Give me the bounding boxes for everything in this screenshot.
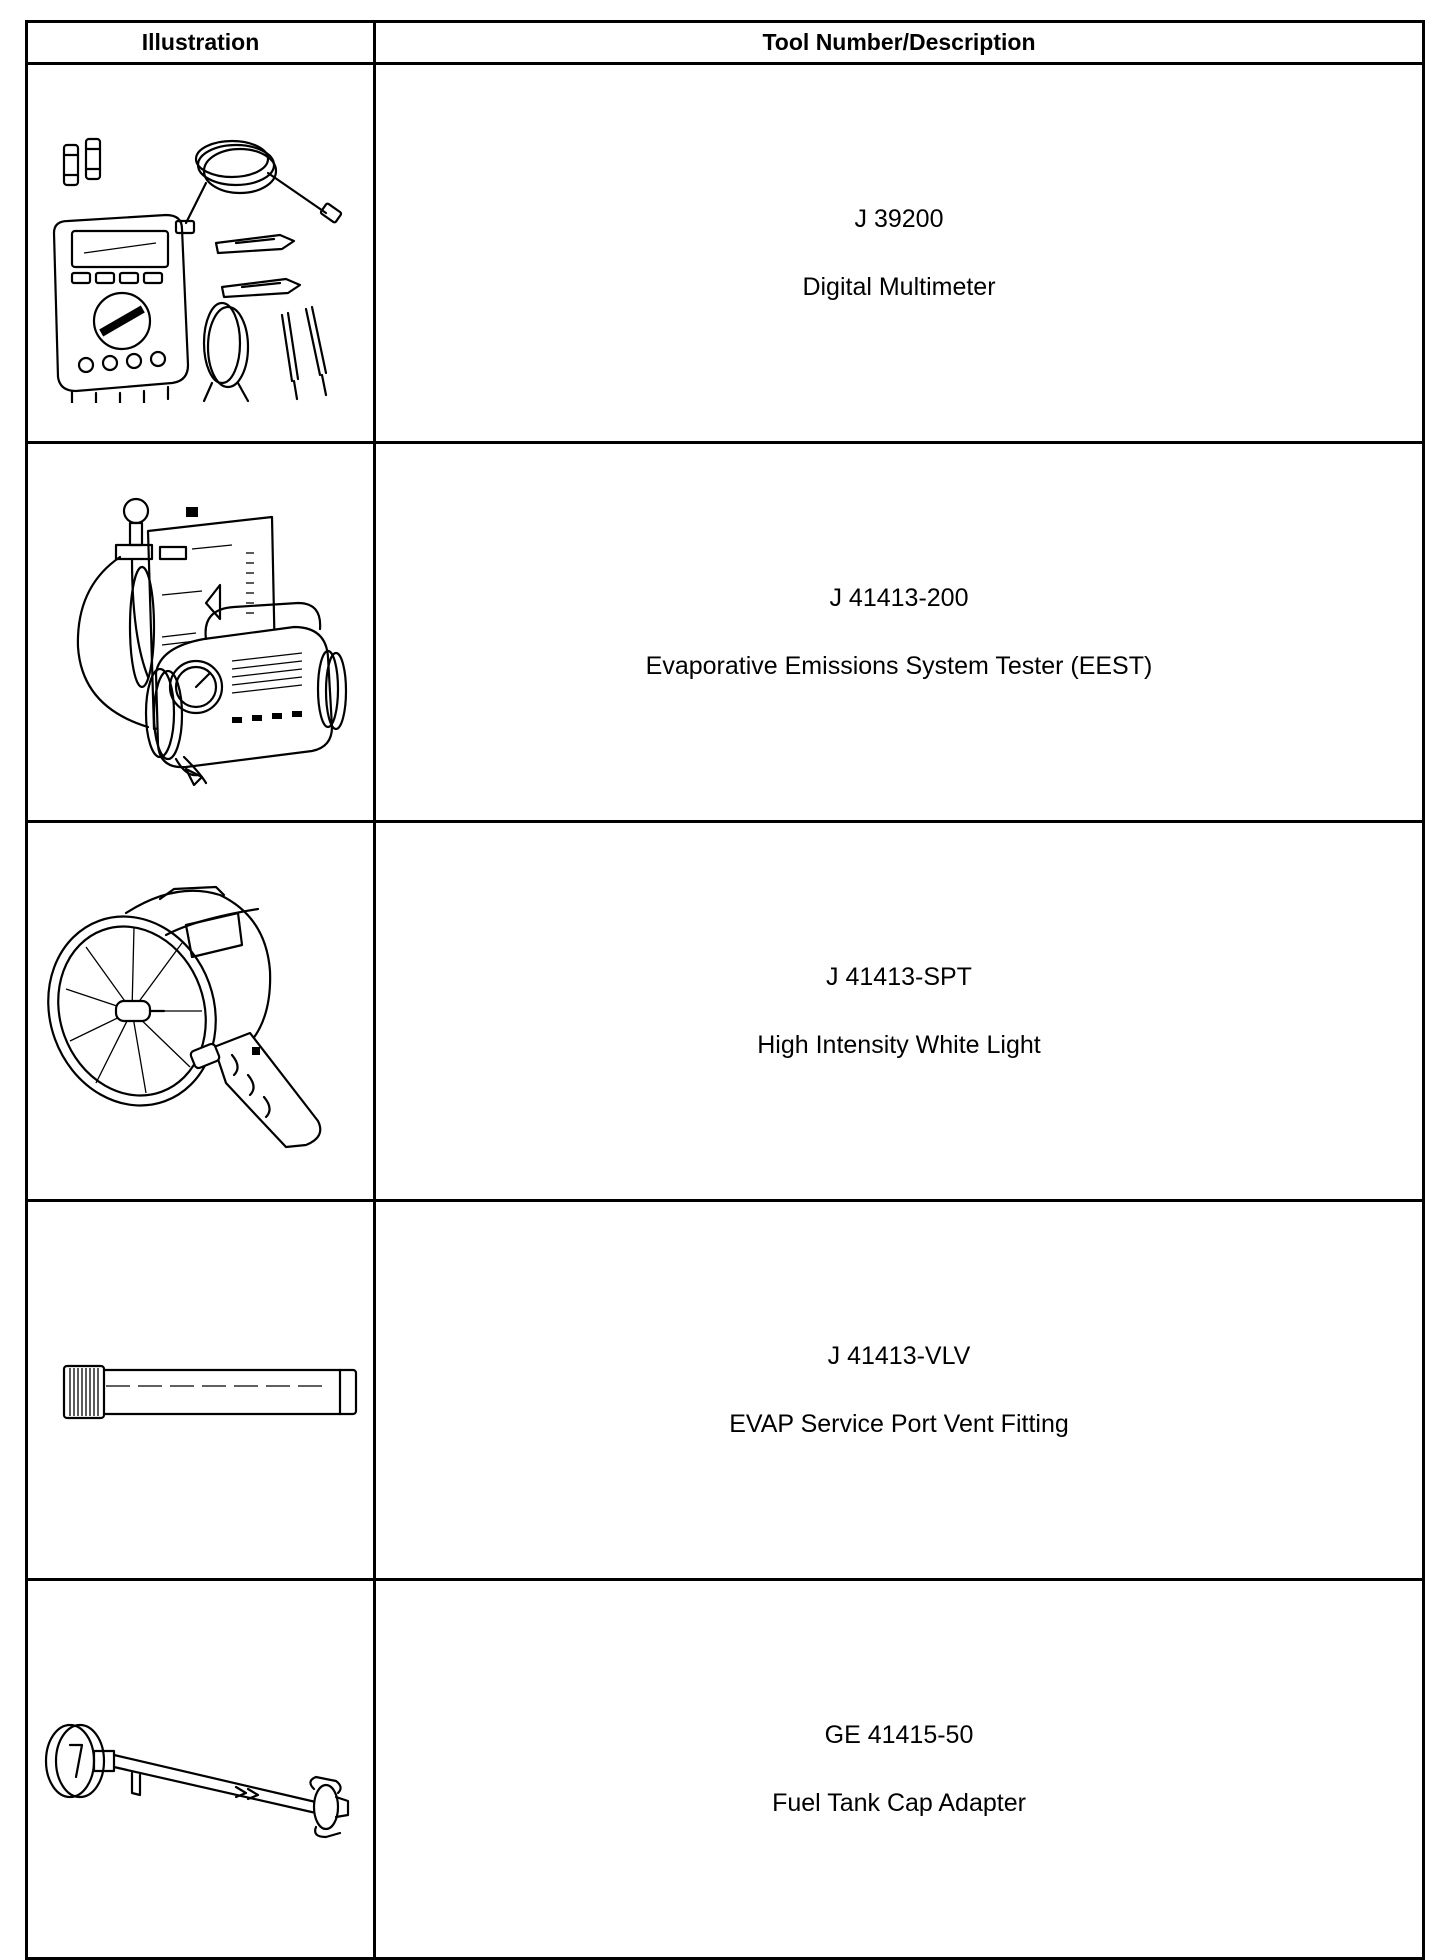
- tool-number: J 39200: [854, 205, 944, 233]
- tool-description: EVAP Service Port Vent Fitting: [729, 1410, 1069, 1438]
- tool-description: Fuel Tank Cap Adapter: [772, 1789, 1026, 1817]
- header-row: Illustration Tool Number/Description: [25, 20, 1425, 65]
- evap-tester-icon: [76, 497, 347, 787]
- tool-description: High Intensity White Light: [757, 1031, 1041, 1059]
- table-row: GE 41415-50 Fuel Tank Cap Adapter: [25, 1578, 1425, 1960]
- table-row: J 41413-SPT High Intensity White Light: [25, 820, 1425, 1202]
- description-cell: J 41413-VLV EVAP Service Port Vent Fitti…: [373, 1199, 1425, 1581]
- tool-description: Digital Multimeter: [802, 273, 996, 301]
- digital-multimeter-icon: [52, 137, 342, 403]
- spotlight-icon: [46, 885, 321, 1149]
- cap-adapter-icon: [44, 1723, 349, 1839]
- description-cell: J 39200 Digital Multimeter: [373, 62, 1425, 444]
- tool-number: J 41413-SPT: [826, 963, 972, 991]
- header-illustration: Illustration: [25, 20, 376, 65]
- header-tool-description: Tool Number/Description: [373, 20, 1425, 65]
- tool-description: Evaporative Emissions System Tester (EES…: [645, 652, 1153, 680]
- description-cell: J 41413-200 Evaporative Emissions System…: [373, 441, 1425, 823]
- table-row: J 41413-200 Evaporative Emissions System…: [25, 441, 1425, 823]
- illustration-cell: [25, 62, 376, 444]
- description-cell: GE 41415-50 Fuel Tank Cap Adapter: [373, 1578, 1425, 1960]
- illustration-cell: [25, 1578, 376, 1960]
- tool-number: GE 41415-50: [824, 1721, 974, 1749]
- description-cell: J 41413-SPT High Intensity White Light: [373, 820, 1425, 1202]
- tool-table: Illustration Tool Number/Description: [25, 20, 1425, 1960]
- tool-number: J 41413-200: [829, 584, 969, 612]
- table-row: J 41413-VLV EVAP Service Port Vent Fitti…: [25, 1199, 1425, 1581]
- vent-fitting-icon: [62, 1364, 357, 1420]
- tool-number: J 41413-VLV: [827, 1342, 971, 1370]
- illustration-cell: [25, 441, 376, 823]
- illustration-cell: [25, 1199, 376, 1581]
- illustration-cell: [25, 820, 376, 1202]
- table-row: J 39200 Digital Multimeter: [25, 62, 1425, 444]
